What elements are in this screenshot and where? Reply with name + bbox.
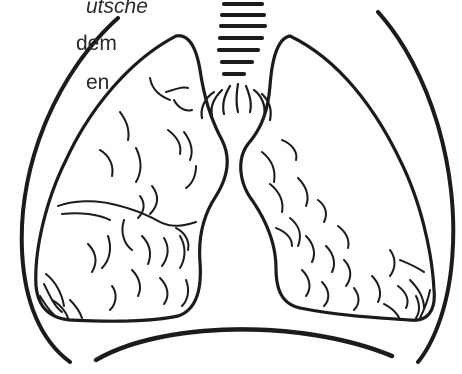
left-lung-vessels <box>40 78 196 318</box>
trachea <box>219 4 265 74</box>
right-lung-outline <box>241 36 435 320</box>
text-fragment-line-1: utsche <box>86 0 148 22</box>
right-rib-arc <box>378 12 453 362</box>
diaphragm-arc <box>96 329 392 360</box>
left-lung-outline <box>36 36 227 321</box>
text-fragment-line-2: dem <box>76 29 117 59</box>
text-fragment-line-3: en <box>86 68 109 98</box>
